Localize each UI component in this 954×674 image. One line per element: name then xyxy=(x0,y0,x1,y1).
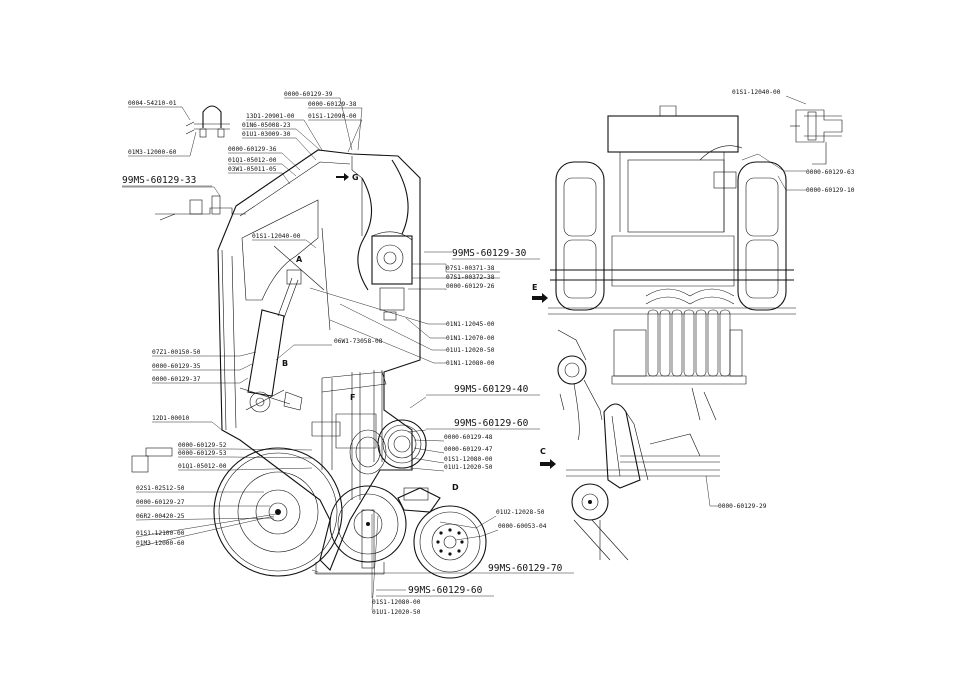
label-0000-60129-37: 0000-60129-37 xyxy=(152,376,201,383)
label-0000-60129-35: 0000-60129-35 xyxy=(152,363,201,370)
view-letter-f: F xyxy=(350,393,355,402)
view-letter-c: C xyxy=(540,447,546,456)
assembly-30: 99MS-60129-30 xyxy=(452,248,527,259)
vertical-spring-stack xyxy=(645,288,735,377)
right-tire xyxy=(737,161,787,311)
assembly-70: 99MS-60129-70 xyxy=(488,563,563,574)
view-letter-d: D xyxy=(452,483,459,492)
label-01q1-05012-00-low: 01Q1-05012-00 xyxy=(178,463,227,470)
label-0000-60129-48: 0000-60129-48 xyxy=(444,434,493,441)
label-0000-60129-36: 0000-60129-36 xyxy=(228,146,277,153)
assembly-60b: 99MS-60129-60 xyxy=(408,585,483,596)
view-markers: A B C D E F G xyxy=(282,173,556,492)
label-0000-60129-47: 0000-60129-47 xyxy=(444,446,493,453)
label-13d1-20901-00: 13D1-20901-00 xyxy=(246,113,295,120)
label-01n1-12045-00: 01N1-12045-00 xyxy=(446,321,495,328)
label-0000-60129-53: 0000-60129-53 xyxy=(178,450,227,457)
label-01n1-12080-00: 01N1-12080-00 xyxy=(446,360,495,367)
label-01s1-12090-00-top: 01S1-12090-00 xyxy=(308,113,357,120)
label-0000-60129-38: 0000-60129-38 xyxy=(308,101,357,108)
motor xyxy=(371,235,413,321)
assembly-33: 99MS-60129-33 xyxy=(122,175,196,186)
label-0000-60129-63: 0000-60129-63 xyxy=(806,169,855,176)
hub-detail xyxy=(790,109,843,165)
label-01u1-03009-30: 01U1-03009-30 xyxy=(242,131,291,138)
assembly-labels: 99MS-60129-33 99MS-60129-30 99MS-60129-4… xyxy=(122,175,574,597)
label-0004-54210-01: 0004-54210-01 xyxy=(128,100,177,107)
part-labels: 0004-54210-01 01M3-12000-60 0000-60129-3… xyxy=(128,89,855,616)
label-06w1-73058-08: 06W1-73058-08 xyxy=(334,338,383,345)
side-view-assembly xyxy=(131,105,487,579)
label-0000-60053-04: 0000-60053-04 xyxy=(498,523,547,530)
label-01s1-12100-00: 01S1-12100-00 xyxy=(136,530,185,537)
gauge-wheel-2 xyxy=(413,505,487,579)
label-01s1-12080-00-mid: 01S1-12080-00 xyxy=(444,456,493,463)
assembly-40: 99MS-60129-40 xyxy=(454,384,529,395)
hydraulic-cylinder xyxy=(239,269,303,413)
label-01s1-12040-00-right: 01S1-12040-00 xyxy=(732,89,781,96)
view-letter-a: A xyxy=(296,255,303,264)
spring-pack xyxy=(349,419,427,475)
left-tire xyxy=(555,161,605,311)
label-01n6-05008-23: 01N6-05008-23 xyxy=(242,122,291,129)
label-07z1-00150-50: 07Z1-00150-50 xyxy=(152,349,201,356)
u-bolt xyxy=(185,105,230,138)
label-01u1-12020-50-low: 01U1-12020-50 xyxy=(444,464,493,471)
label-07s1-00371-38: 07S1-00371-38 xyxy=(446,265,495,272)
front-view-assembly xyxy=(548,105,843,561)
leader-lines xyxy=(122,95,807,611)
label-01s1-12080-00-bot: 01S1-12080-00 xyxy=(372,599,421,606)
label-01m3-12000-60-low: 01M3-12000-60 xyxy=(136,540,185,547)
view-letter-e: E xyxy=(532,283,537,292)
label-02s1-02512-50: 02S1-02512-50 xyxy=(136,485,185,492)
label-0000-60129-29: 0000-60129-29 xyxy=(718,503,767,510)
label-0000-60129-26: 0000-60129-26 xyxy=(446,283,495,290)
label-01n1-12070-00: 01N1-12070-00 xyxy=(446,335,495,342)
label-12d1-00010: 12D1-00010 xyxy=(152,415,190,422)
label-01q1-05012-00-top: 01Q1-05012-00 xyxy=(228,157,277,164)
label-01s1-12040-00-left: 01S1-12040-00 xyxy=(252,233,301,240)
label-0000-60129-39: 0000-60129-39 xyxy=(284,91,333,98)
label-01u2-12028-50: 01U2-12028-50 xyxy=(496,509,545,516)
label-0000-60129-27: 0000-60129-27 xyxy=(136,499,185,506)
label-01m3-12000-60-top: 01M3-12000-60 xyxy=(128,149,177,156)
label-06r2-00420-25: 06R2-00420-25 xyxy=(136,513,185,520)
label-07s1-00372-38: 07S1-00372-38 xyxy=(446,274,495,281)
view-letter-b: B xyxy=(282,359,288,368)
view-letter-g: G xyxy=(352,173,359,182)
ground-wheel xyxy=(213,447,343,577)
label-0000-60129-10: 0000-60129-10 xyxy=(806,187,855,194)
label-01u1-12020-50-bot: 01U1-12020-50 xyxy=(372,609,421,616)
label-03w1-05011-05: 03W1-05011-05 xyxy=(228,166,277,173)
label-01u1-12020-50-mid: 01U1-12020-50 xyxy=(446,347,495,354)
label-0000-60129-52: 0000-60129-52 xyxy=(178,442,227,449)
assembly-60: 99MS-60129-60 xyxy=(454,418,529,429)
